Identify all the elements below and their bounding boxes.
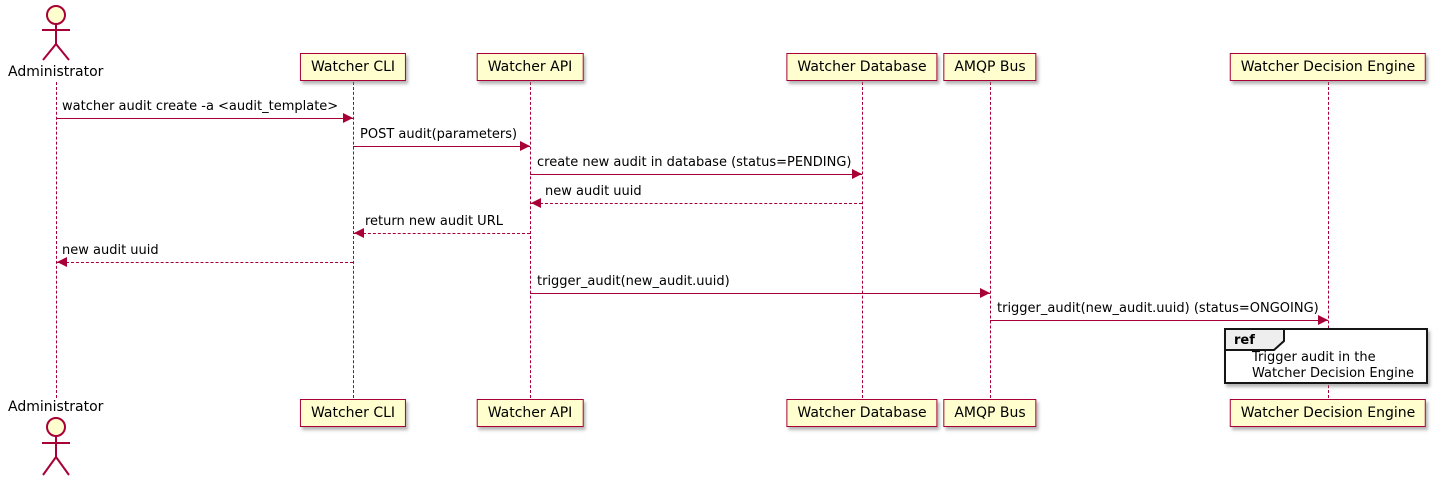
ref-text-line-2: Watcher Decision Engine xyxy=(1252,366,1414,381)
participant-watcher-decision-engine-bottom: Watcher Decision Engine xyxy=(1229,399,1427,427)
message-2-arrowhead-icon xyxy=(520,141,530,151)
message-3-arrowhead-icon xyxy=(852,169,862,179)
ref-text-line-1: Trigger audit in the xyxy=(1252,350,1376,365)
message-5-arrowhead-icon xyxy=(354,228,364,238)
message-4-label: new audit uuid xyxy=(545,184,642,199)
ref-keyword: ref xyxy=(1234,333,1255,348)
message-5-line xyxy=(353,233,530,234)
message-8-line xyxy=(990,320,1328,321)
message-2-line xyxy=(353,146,530,147)
message-5-label: return new audit URL xyxy=(365,214,503,229)
lifeline-watcher-decision-engine xyxy=(1328,82,1329,398)
participant-watcher-cli-top: Watcher CLI xyxy=(299,53,407,81)
message-7-line xyxy=(530,293,990,294)
participant-amqp-bus-top: AMQP Bus xyxy=(943,53,1037,81)
participant-watcher-decision-engine-top: Watcher Decision Engine xyxy=(1229,53,1427,81)
message-6-line xyxy=(56,262,353,263)
ref-fragment: ref Trigger audit in the Watcher Decisio… xyxy=(1224,328,1428,384)
participant-watcher-api-top: Watcher API xyxy=(476,53,584,81)
message-6-label: new audit uuid xyxy=(62,243,159,258)
message-3-line xyxy=(530,174,862,175)
participant-watcher-database-bottom: Watcher Database xyxy=(786,399,938,427)
lifeline-watcher-database xyxy=(862,82,863,398)
message-8-arrowhead-icon xyxy=(1318,315,1328,325)
message-4-arrowhead-icon xyxy=(531,198,541,208)
message-3-label: create new audit in database (status=PEN… xyxy=(537,155,852,170)
message-4-line xyxy=(530,203,862,204)
actor-label-bottom: Administrator xyxy=(8,399,104,415)
lifeline-watcher-cli xyxy=(353,82,354,398)
message-1-arrowhead-icon xyxy=(343,113,353,123)
actor-administrator-bottom xyxy=(35,415,77,483)
message-1-label: watcher audit create -a <audit_template> xyxy=(62,99,339,114)
ref-body: Trigger audit in the Watcher Decision En… xyxy=(1252,350,1414,382)
message-7-arrowhead-icon xyxy=(980,288,990,298)
message-6-arrowhead-icon xyxy=(57,257,67,267)
ref-tab-icon: ref xyxy=(1224,328,1285,351)
message-8-label: trigger_audit(new_audit.uuid) (status=ON… xyxy=(997,301,1319,316)
message-2-label: POST audit(parameters) xyxy=(360,127,518,142)
lifeline-administrator xyxy=(56,82,57,398)
participant-amqp-bus-bottom: AMQP Bus xyxy=(943,399,1037,427)
actor-icon xyxy=(42,5,70,61)
message-7-label: trigger_audit(new_audit.uuid) xyxy=(537,274,730,289)
participant-watcher-database-top: Watcher Database xyxy=(786,53,938,81)
participant-watcher-api-bottom: Watcher API xyxy=(476,399,584,427)
actor-label-top: Administrator xyxy=(8,64,104,80)
participant-watcher-cli-bottom: Watcher CLI xyxy=(299,399,407,427)
lifeline-amqp-bus xyxy=(990,82,991,398)
actor-administrator-top xyxy=(35,4,77,68)
lifeline-watcher-api xyxy=(530,82,531,398)
actor-icon xyxy=(42,417,70,476)
message-1-line xyxy=(56,118,353,119)
